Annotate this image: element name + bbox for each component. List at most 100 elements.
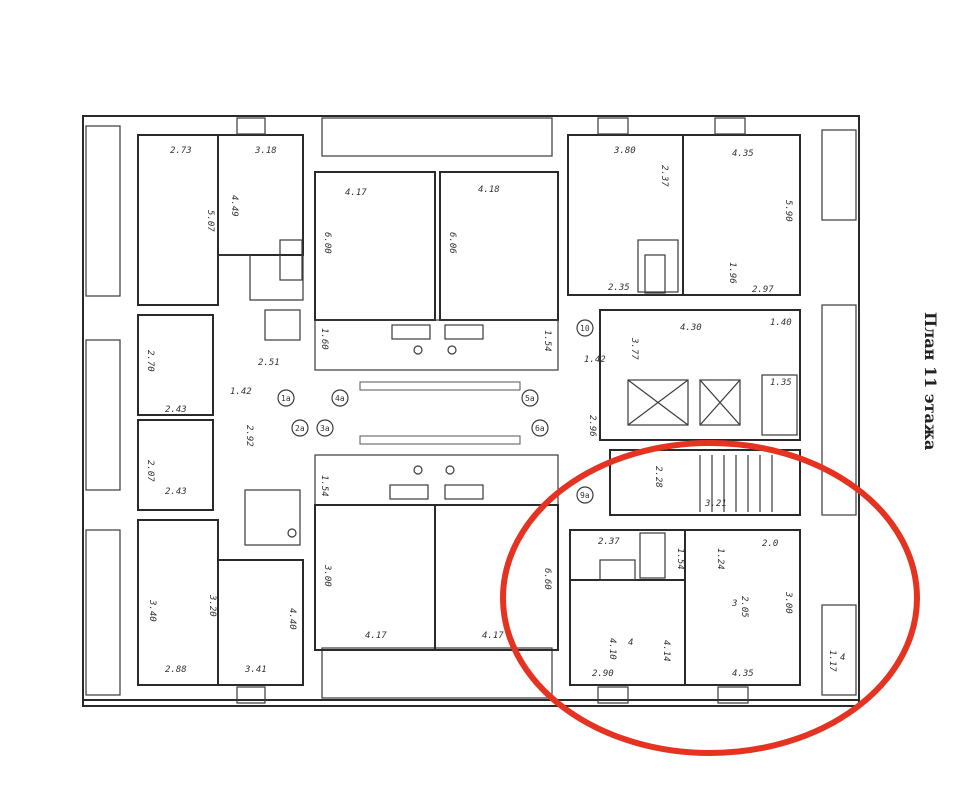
window-bl [236, 686, 266, 704]
room-tc-a [314, 171, 436, 321]
dim-tr-b-side: 5.90 [783, 200, 793, 222]
lift-shaft-b [699, 379, 741, 426]
axis-label: 3a [320, 424, 330, 433]
dim-tl-hall: 2.51 [258, 358, 280, 368]
tub-bc-b [444, 484, 484, 500]
dim-tc-bath-b: 1.54 [542, 330, 552, 352]
dim-br-balcony: 1.17 [827, 650, 837, 672]
room-tl-d [137, 419, 214, 511]
bath-tl [279, 239, 303, 281]
bath-tr [637, 239, 679, 293]
window-br-a [597, 686, 629, 704]
dim-tl-l1: 2.70 [145, 350, 155, 372]
dim-tl-b-side: 4.49 [229, 195, 239, 217]
dim-bc-b-side: 6.60 [542, 568, 552, 590]
bath-br [639, 532, 666, 579]
room-bc-a [314, 504, 436, 651]
window-tl [236, 117, 266, 135]
dim-bc-a-side: 3.00 [322, 564, 332, 587]
tub-tc-a [391, 324, 431, 340]
dim-tr-b-top: 4.35 [732, 149, 754, 159]
wc-tl [264, 309, 301, 341]
tub-tr [644, 254, 666, 294]
dim-br-b-side2: 4.14 [661, 640, 671, 662]
window-br-b [717, 686, 749, 704]
dim-stair-b: 3.21 [704, 499, 727, 509]
dim-br-a-side: 4 [628, 638, 633, 648]
baths-bc [314, 454, 559, 506]
room-bl-b [217, 559, 304, 686]
staircase [609, 449, 801, 516]
dim-bc-b-bottom: 4.17 [482, 631, 504, 641]
dim-tr-lobby2: 1.40 [770, 318, 792, 328]
dim-bl-a-bottom: 2.88 [165, 665, 187, 675]
loggia-bottom [321, 647, 553, 699]
sink-tc-b [447, 345, 457, 355]
bath-bl [244, 489, 301, 546]
dim-tl-l2: 2.43 [165, 405, 187, 415]
axis-label: 2a [295, 424, 305, 433]
tub-bc-a [389, 484, 429, 500]
label-br-b: 3 [731, 599, 737, 609]
right-balcony-bottom [821, 604, 857, 696]
axis-label: 1a [281, 394, 291, 403]
dim-tr-hall2: 2.97 [752, 285, 774, 295]
axis-label: 5a [525, 394, 535, 403]
sink-tc-a [413, 345, 423, 355]
dim-bl-b-bottom: 3.41 [244, 665, 267, 675]
dim-tr-v1: 3.77 [629, 337, 639, 360]
dim-tc-bath-a: 1.60 [319, 328, 329, 350]
left-balcony-top [85, 125, 121, 297]
sink-bl [287, 528, 297, 538]
building-outline [82, 115, 860, 707]
dim-br-a-bottom: 2.90 [592, 669, 614, 679]
dim-bl-b-side: 3.20 [207, 594, 217, 617]
label-br-balcony: 4 [840, 653, 845, 663]
axis-label: 9a [580, 491, 590, 500]
dim-tr-shaft: 1.35 [770, 378, 792, 388]
dim-bl-b-side2: 4.40 [287, 608, 297, 630]
dim-tl-a-top: 2.73 [170, 146, 192, 156]
dim-tc-b-side: 6.06 [447, 232, 457, 254]
dim-br-b-side: 3.00 [783, 591, 793, 614]
lift-shaft-a [627, 379, 689, 426]
dim-br-a-side2: 4.10 [607, 638, 617, 660]
dim-stair-a: 2.28 [653, 466, 663, 488]
room-tr-b [682, 134, 801, 296]
room-tl-c [137, 314, 214, 416]
dim-br-b-top: 2.0 [762, 539, 778, 549]
dim-tr-v2: 1.42 [584, 355, 606, 365]
plan-title: План 11 этажа [921, 312, 940, 450]
lift-lobby [599, 309, 801, 441]
dim-br-b-bottom: 4.35 [732, 669, 754, 679]
dim-bl-a-side: 3.40 [147, 599, 157, 622]
dim-tl-corr2: 2.92 [244, 425, 254, 447]
right-balcony-top [821, 129, 857, 221]
loggia-top [321, 117, 553, 157]
dim-tl-b-top: 3.18 [254, 146, 277, 156]
dim-bc-bath-a: 1.54 [319, 475, 329, 497]
dim-tl-corr: 1.42 [230, 387, 252, 397]
label-br-b2: 2.05 [739, 596, 749, 618]
dim-tc-a-top: 4.17 [345, 188, 367, 198]
dim-tr-hall: 2.35 [608, 283, 630, 293]
corridor-vent-top [359, 381, 521, 391]
axis-label: 10 [580, 324, 590, 333]
dim-tc-b-top: 4.18 [478, 185, 500, 195]
dim-br-a-top: 2.37 [598, 537, 620, 547]
axis-label: 4a [335, 394, 345, 403]
dim-tc-a-side: 6.00 [322, 232, 332, 254]
dim-tr-lobby: 4.30 [680, 323, 702, 333]
room-tl-b [217, 134, 304, 256]
wc-br [599, 559, 636, 581]
dim-br-inner2: 1.24 [715, 548, 725, 570]
room-tr-a [567, 134, 684, 296]
room-br-a [569, 579, 686, 686]
corridor-vent-bottom [359, 435, 521, 445]
hall-tl [218, 254, 304, 301]
dim-tr-a-top: 3.80 [613, 146, 636, 156]
dim-tl-a-side: 5.07 [205, 210, 215, 232]
dim-tl-l4: 2.43 [165, 487, 187, 497]
axis-markers: 1a 2a 3a 4a 5a 6a 10 9a [277, 319, 594, 504]
